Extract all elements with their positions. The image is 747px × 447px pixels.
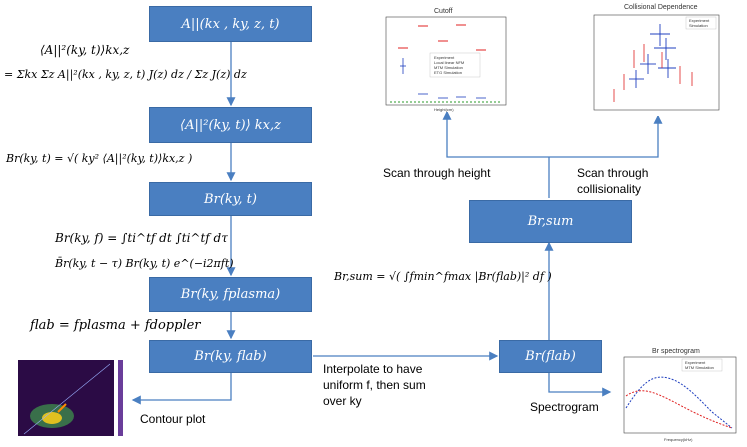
contour-plot (6, 354, 130, 442)
label-spectrogram: Spectrogram (530, 400, 599, 414)
collisional-plot-title: Collisional Dependence (624, 4, 698, 11)
box-br-fplasma: Br(ky, fplasma) (149, 277, 312, 312)
arrow-b5-contour (131, 373, 232, 405)
collisional-plot: Collisional Dependence Experiment Simula… (584, 4, 734, 116)
box-apar-avg-label: ⟨A||²(ky, t)⟩ kx,z (180, 117, 281, 133)
cutoff-plot-title: Cutoff (434, 8, 453, 15)
cutoff-legend-2: MTM Simulation (434, 65, 463, 70)
spec-legend-1: MTM Simulation (685, 365, 714, 370)
coll-legend-0: Experiment (689, 18, 710, 23)
box-br-flab-label: Br(ky, flab) (194, 349, 267, 364)
cutoff-legend-3: ETG Simulation (434, 70, 462, 75)
box-apar-label: A||(kx , ky, z, t) (181, 16, 280, 32)
spec-legend-0: Experiment (685, 360, 706, 365)
eq-br-definition: Br(ky, t) = √( ky² ⟨A||²(ky, t)⟩kx,z ) (6, 152, 193, 165)
box-br-kyt-label: Br(ky, t) (204, 191, 257, 207)
box-br-flab-right-label: Br(flab) (525, 349, 576, 364)
eq-flab: flab = fplasma + fdoppler (30, 318, 201, 333)
spectrogram-plot-title: Br spectrogram (652, 348, 700, 355)
label-interp-1: Interpolate to have (323, 362, 423, 376)
cutoff-plot: Cutoff Experiment Local linear NFM MTM S… (372, 8, 512, 112)
cutoff-legend-0: Experiment (434, 55, 455, 60)
box-br-flab: Br(ky, flab) (149, 340, 312, 373)
box-br-sum-label: Br,sum (527, 214, 574, 229)
box-br-sum: Br,sum (469, 200, 632, 243)
eq-fourier-line2: B̄r(ky, t − τ) Br(ky, t) e^(−i2πft) (55, 257, 234, 270)
cutoff-xlabel: Height(cm) (434, 107, 454, 112)
box-apar: A||(kx , ky, z, t) (149, 6, 312, 42)
label-scan-height: Scan through height (383, 166, 491, 180)
box-br-flab-right: Br(flab) (499, 340, 602, 373)
box-br-fplasma-label: Br(ky, fplasma) (180, 287, 281, 302)
label-interp-2: uniform f, then sum (323, 378, 426, 392)
eq-average-rhs: = Σkx Σz A||²(kx , ky, z, t) J(z) dz / Σ… (4, 68, 247, 81)
box-apar-avg: ⟨A||²(ky, t)⟩ kx,z (149, 107, 312, 143)
arrow-b7-spectrogram (548, 372, 612, 397)
box-br-kyt: Br(ky, t) (149, 182, 312, 216)
spectrogram-plot: Br spectrogram Experiment MTM Simulation… (612, 348, 742, 444)
eq-br-sum: Br,sum = √( ∫fmin^fmax |Br(flab)|² df ) (334, 270, 552, 283)
eq-fourier-line1: Br(ky, f) = ∫ti^tf dt ∫ti^tf dτ (55, 231, 228, 245)
coll-legend-1: Simulation (689, 23, 708, 28)
label-interp-3: over ky (323, 394, 362, 408)
arrow-to-height-plot (442, 110, 549, 158)
label-scan-coll-1: Scan through (577, 166, 649, 180)
label-contour: Contour plot (140, 412, 206, 426)
spec-xlabel: Frequency(kHz) (664, 437, 693, 442)
eq-average-lhs: ⟨A||²(ky, t)⟩kx,z (40, 43, 130, 57)
cutoff-legend-1: Local linear NFM (434, 60, 464, 65)
arrow-to-coll-plot (549, 114, 663, 158)
label-scan-coll-2: collisionality (577, 182, 642, 196)
